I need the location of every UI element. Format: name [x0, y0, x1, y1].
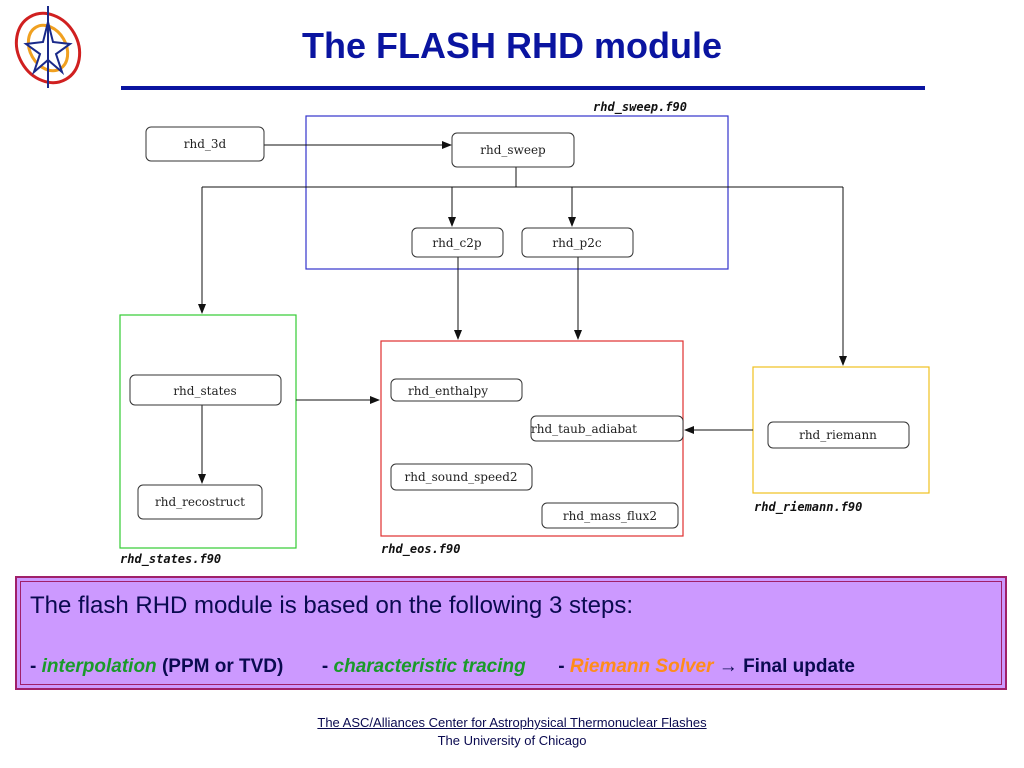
node-rhd-p2c-label: rhd_p2c: [552, 236, 601, 250]
summary-heading: The flash RHD module is based on the fol…: [30, 592, 633, 619]
node-rhd-sweep-label: rhd_sweep: [480, 143, 546, 157]
node-rhd-states-label: rhd_states: [173, 384, 236, 398]
step3-dash: -: [558, 656, 565, 677]
node-rhd-p2c-box: [521, 227, 634, 258]
steps-line: - interpolation (PPM or TVD) - character…: [30, 656, 855, 678]
states-module-box: [119, 314, 297, 549]
node-rhd-states-box: [129, 374, 282, 406]
step-final-update: Final update: [743, 656, 855, 677]
sweep-module-box: [305, 115, 729, 270]
step1-dash: -: [30, 656, 37, 677]
node-rhd-taub-adiabat-label: rhd_taub_adiabat: [531, 422, 637, 436]
node-rhd-mass-flux2-box: [541, 502, 679, 529]
node-rhd-recostruct-label: rhd_recostruct: [155, 495, 245, 509]
footer-center-link[interactable]: The ASC/Alliances Center for Astrophysic…: [317, 715, 707, 730]
flash-center-logo: [14, 6, 82, 88]
step2-dash: -: [321, 656, 329, 677]
node-rhd-mass-flux2-label: rhd_mass_flux2: [563, 509, 657, 523]
step-riemann-solver: Riemann Solver: [569, 656, 714, 677]
right-arrow-icon: →: [718, 656, 738, 677]
module-call-diagram: rhd_sweep.f90 rhd_states.f90 rhd_eos.f90…: [119, 100, 930, 567]
eos-module-box: [380, 340, 684, 537]
step-interpolation: interpolation: [41, 656, 157, 677]
node-rhd-enthalpy-box: [390, 378, 523, 402]
summary-box: The flash RHD module is based on the fol…: [15, 576, 1007, 690]
step-characteristic-tracing: characteristic tracing: [333, 656, 526, 677]
riemann-file-label: rhd_riemann.f90: [754, 500, 862, 515]
node-rhd-sound-speed2-box: [390, 463, 533, 491]
node-rhd-sweep-box: [451, 132, 575, 168]
node-rhd-c2p-label: rhd_c2p: [432, 236, 482, 250]
states-file-label: rhd_states.f90: [120, 552, 221, 567]
node-rhd-3d-label: rhd_3d: [184, 137, 227, 151]
node-rhd-riemann-box: [767, 421, 910, 449]
node-rhd-taub-adiabat-box: [530, 415, 684, 442]
step-interpolation-note: (PPM or TVD): [161, 656, 284, 677]
title-underline: [121, 86, 925, 90]
node-rhd-recostruct-box: [137, 484, 263, 520]
node-rhd-enthalpy-label: rhd_enthalpy: [408, 384, 488, 398]
eos-file-label: rhd_eos.f90: [381, 542, 460, 557]
page-title: The FLASH RHD module: [302, 25, 722, 66]
node-rhd-sound-speed2-label: rhd_sound_speed2: [404, 470, 517, 484]
footer-university: The University of Chicago: [437, 733, 587, 748]
node-rhd-3d-box: [145, 126, 265, 162]
node-rhd-riemann-label: rhd_riemann: [799, 428, 877, 442]
sweep-file-label: rhd_sweep.f90: [593, 100, 687, 115]
node-rhd-c2p-box: [411, 227, 504, 258]
